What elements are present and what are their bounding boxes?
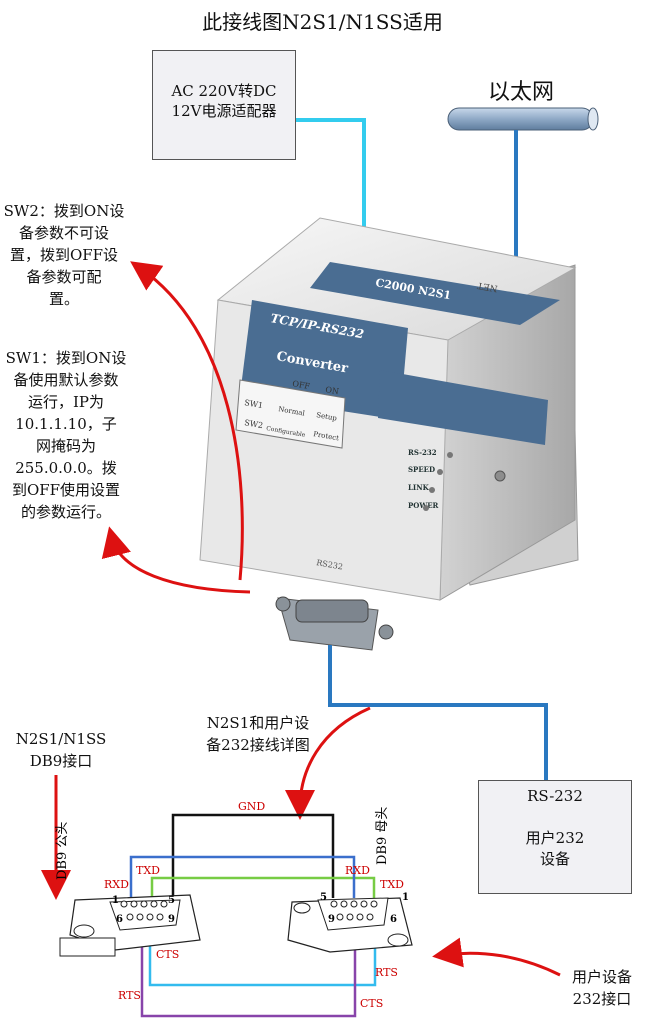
sw2-note-line: 备参数可配 [26, 268, 102, 286]
table-on: ON [325, 385, 340, 396]
led-link [429, 487, 435, 493]
n2s1-label-line: DB9接口 [29, 752, 93, 770]
sw1-note-line: 运行，IP为 [27, 393, 105, 411]
table-sw2: SW2 [244, 418, 264, 430]
user-device-box: RS-232 用户232 设备 [478, 780, 632, 894]
led-power [423, 505, 429, 511]
user-port-arrow [432, 937, 561, 977]
db9-female-connector [287, 897, 413, 953]
right-rts: RTS [375, 966, 398, 979]
diagram-title: 此接线图N2S1/N1SS适用 [202, 10, 443, 34]
table-sw1: SW1 [244, 398, 264, 410]
led-label-speed: SPEED [408, 465, 435, 474]
sw2-note-line: SW2：拨到ON设 [3, 202, 125, 220]
adapter-line1: AC 220V转DC [171, 82, 277, 100]
right-connector-name: DB9 母头 [375, 807, 390, 865]
sw1-note-line: SW1：拨到ON设 [5, 349, 127, 367]
n2s1-label-line: N2S1/N1SS [15, 730, 107, 748]
left-pin1: 1 [112, 895, 119, 906]
sw1-note-line: 255.0.0.0。拨 [15, 459, 117, 477]
txd-rxd-wire-b [129, 855, 356, 898]
led-speed [437, 469, 443, 475]
left-pin6: 6 [116, 914, 123, 925]
table-off: OFF [292, 379, 311, 391]
sw1-note-line: 备使用默认参数 [13, 371, 119, 389]
led-label-rs232: RS-232 [408, 448, 437, 457]
converter-device [199, 217, 579, 651]
adapter-line2: 12V电源适配器 [171, 102, 277, 120]
ethernet-tube [447, 107, 599, 131]
user-port-label-line: 232接口 [572, 990, 632, 1008]
sw2-note: SW2：拨到ON设 备参数不可设 置，拨到OFF设 备参数可配 置。 [0, 200, 128, 310]
right-pin5: 5 [320, 892, 327, 903]
left-pin9: 9 [168, 914, 175, 925]
power-adapter-box: AC 220V转DC 12V电源适配器 [152, 50, 296, 160]
device-net-label: NET [477, 279, 499, 292]
wiring-detail-label: N2S1和用户设 备232接线详图 [188, 712, 328, 756]
rs232-cable [328, 645, 548, 780]
detail-label-line: N2S1和用户设 [206, 714, 310, 732]
n2s1-db9-label: N2S1/N1SS DB9接口 [6, 728, 116, 772]
right-pin6: 6 [390, 914, 397, 925]
sw2-note-line: 置。 [48, 290, 79, 308]
sw1-note-line: 10.1.1.10，子 [15, 415, 117, 433]
sw1-arrow [101, 526, 251, 594]
led-label-link: LINK [408, 483, 430, 492]
left-txd: TXD [136, 864, 160, 877]
right-pin1: 1 [402, 892, 409, 903]
sw2-note-line: 置，拨到OFF设 [9, 246, 119, 264]
txd-rxd-wire-a [150, 876, 376, 898]
rts-cts-wire [140, 925, 357, 1018]
sw1-note-line: 网掩码为 [35, 437, 96, 455]
user-port-label: 用户设备 232接口 [560, 966, 644, 1010]
left-connector-name: DB9 公头 [55, 822, 70, 880]
led-label-power: POWER [408, 501, 439, 510]
user-device-port: RS-232 [527, 787, 583, 805]
user-device-line1: 用户232 [525, 829, 585, 847]
ethernet-label: 以太网 [488, 80, 555, 105]
right-rxd: RXD [345, 864, 370, 877]
sw2-arrow [130, 261, 244, 581]
left-pin5: 5 [168, 895, 175, 906]
detail-arrow [285, 706, 371, 820]
user-device-line2: 设备 [539, 850, 570, 868]
left-rts: RTS [118, 989, 141, 1002]
db9-male-connector [59, 894, 201, 957]
table-setup: Setup [316, 411, 338, 423]
right-cts: CTS [360, 997, 383, 1010]
user-port-label-line: 用户设备 [571, 968, 632, 986]
gnd-label: GND [238, 800, 265, 813]
cts-rts-wire [148, 925, 377, 987]
sw1-note-line: 的参数运行。 [20, 503, 111, 521]
power-cable [296, 118, 366, 232]
sw1-note: SW1：拨到ON设 备使用默认参数 运行，IP为 10.1.1.10，子 网掩码… [0, 347, 132, 523]
right-txd: TXD [380, 878, 404, 891]
led-rs232 [447, 452, 453, 458]
right-pin9: 9 [328, 914, 335, 925]
detail-label-line: 备232接线详图 [206, 736, 310, 754]
sw2-note-line: 备参数不可设 [18, 224, 109, 242]
left-cts: CTS [156, 948, 179, 961]
sw1-note-line: 到OFF使用设置 [11, 481, 121, 499]
left-rxd: RXD [104, 878, 129, 891]
